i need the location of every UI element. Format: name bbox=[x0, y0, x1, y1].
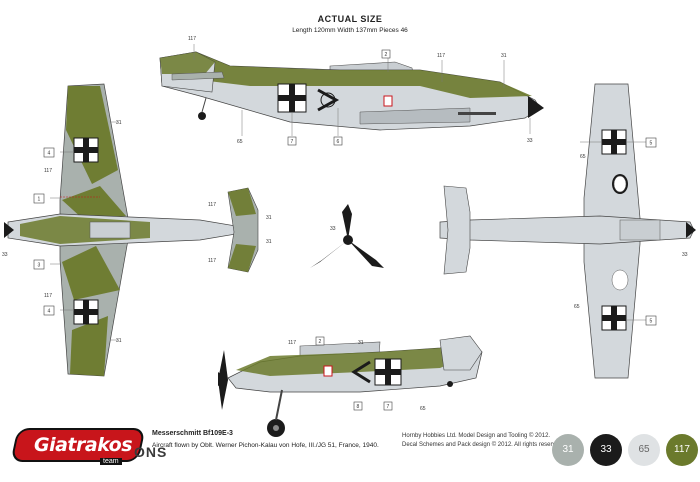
logo-brand-text: Giatrakos bbox=[34, 434, 133, 456]
credits-line-1: Hornby Hobbies Ltd. Model Design and Too… bbox=[402, 433, 551, 439]
callout-33-label: 33 bbox=[682, 252, 688, 258]
decal-marker-1: 1 bbox=[38, 197, 41, 203]
callout-65-label: 65 bbox=[420, 406, 426, 412]
propeller-view bbox=[310, 204, 384, 268]
aircraft-description: Aircraft flown by Oblt. Werner Pichon-Ka… bbox=[152, 442, 379, 449]
callout-31-label: 31 bbox=[116, 338, 122, 344]
credits-block: Hornby Hobbies Ltd. Model Design and Too… bbox=[402, 432, 564, 449]
logo-trailing-text: ONS bbox=[134, 444, 168, 460]
page-title: ACTUAL SIZE bbox=[317, 14, 383, 24]
callout-31-label: 31 bbox=[266, 239, 272, 245]
callout-lines bbox=[50, 44, 646, 341]
callout-65-label: 65 bbox=[237, 139, 243, 145]
decal-marker-3: 3 bbox=[38, 263, 41, 269]
paint-callouts: 117 117 31 65 33 31 117 117 31 31 117 33… bbox=[2, 36, 688, 412]
callout-33-label: 33 bbox=[527, 138, 533, 144]
callout-117-label: 117 bbox=[44, 168, 52, 174]
decal-marker-7: 7 bbox=[387, 404, 390, 410]
callout-31-label: 31 bbox=[266, 215, 272, 221]
callout-117-label: 117 bbox=[288, 340, 296, 346]
colour-swatch-65: 65 bbox=[628, 434, 660, 466]
credits-line-2: Decal Schemes and Pack design © 2012. Al… bbox=[402, 441, 564, 448]
decal-markers: 2 7 6 4 1 3 4 5 5 2 8 7 bbox=[33, 49, 657, 411]
side-view-left bbox=[159, 51, 544, 131]
decal-marker-4: 4 bbox=[48, 309, 51, 315]
callout-117-label: 117 bbox=[437, 53, 445, 59]
callout-117-label: 117 bbox=[208, 202, 216, 208]
callout-31-label: 31 bbox=[501, 53, 507, 59]
callout-117-label: 117 bbox=[188, 36, 196, 42]
side-view-right bbox=[218, 335, 483, 437]
callout-65-label: 65 bbox=[574, 304, 580, 310]
decal-marker-5: 5 bbox=[650, 141, 653, 147]
callout-33-label: 33 bbox=[330, 226, 336, 232]
decal-marker-6: 6 bbox=[337, 139, 340, 145]
decal-marker-2: 2 bbox=[319, 339, 322, 345]
giatrakos-logo: Giatrakos team ONS bbox=[6, 430, 166, 474]
page-subtitle: Length 120mm Width 137mm Pieces 46 bbox=[292, 27, 408, 34]
aircraft-name: Messerschmitt Bf109E-3 bbox=[152, 430, 233, 437]
colour-swatch-117: 117 bbox=[666, 434, 698, 466]
logo-tag-text: team bbox=[100, 458, 122, 465]
callout-31-label: 31 bbox=[116, 120, 122, 126]
colour-swatch-33: 33 bbox=[590, 434, 622, 466]
decal-marker-4: 4 bbox=[48, 151, 51, 157]
decal-marker-2: 2 bbox=[385, 52, 388, 58]
decal-marker-7: 7 bbox=[291, 139, 294, 145]
callout-65-label: 65 bbox=[580, 154, 586, 160]
callout-117-label: 117 bbox=[208, 258, 216, 264]
callout-33-label: 33 bbox=[2, 252, 8, 258]
underside-plan-view bbox=[439, 83, 696, 379]
decal-marker-8: 8 bbox=[357, 404, 360, 410]
callout-117-label: 117 bbox=[44, 293, 52, 299]
callout-31-label: 31 bbox=[358, 340, 364, 346]
decal-marker-5: 5 bbox=[650, 319, 653, 325]
top-plan-view bbox=[4, 83, 259, 377]
colour-swatch-31: 31 bbox=[552, 434, 584, 466]
